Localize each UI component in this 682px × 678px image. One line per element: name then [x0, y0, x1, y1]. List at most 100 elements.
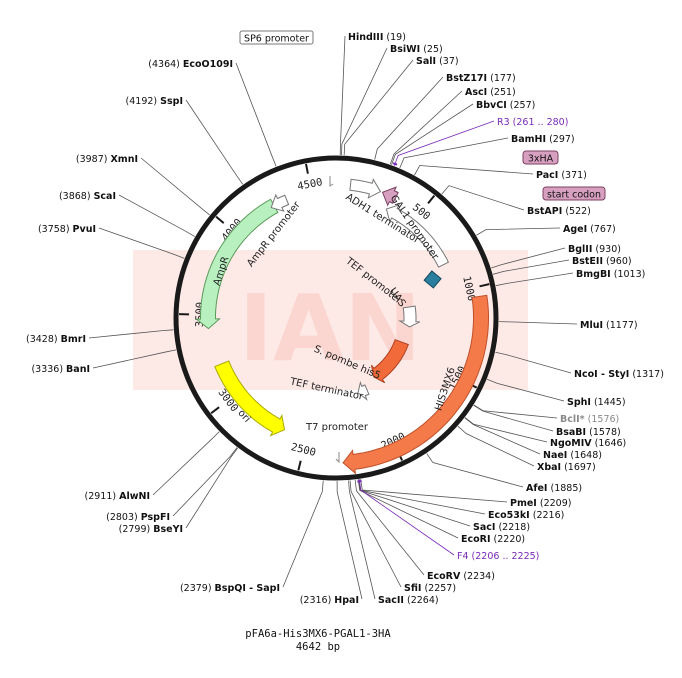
connector-bstapi	[441, 185, 525, 211]
tick-label-4500: 4500	[296, 176, 323, 193]
site-label-asci: AscI (251)	[465, 87, 516, 98]
connector-paci	[414, 165, 534, 176]
svg-text:start codon: start codon	[547, 190, 601, 201]
site-label-xmni: (3987) XmnI	[76, 154, 138, 165]
connector-ncoi-styi	[495, 351, 572, 374]
site-label-agei: AgeI (767)	[563, 224, 616, 235]
site-label-ecoo109i: (4364) EcoO109I	[148, 59, 233, 70]
site-label-bsteii: BstEII (960)	[572, 256, 632, 267]
connector-pspfi	[172, 447, 238, 517]
connector-asci	[389, 90, 463, 165]
connector-xbai	[457, 425, 535, 467]
site-label-sacii: SacII (2264)	[378, 595, 439, 606]
connector-bcli-	[473, 404, 558, 419]
connector-bani	[92, 349, 177, 369]
connector-xmni	[140, 157, 210, 216]
connector-eco53ki	[358, 479, 486, 515]
connector-naei	[464, 417, 541, 455]
connector-bseyi	[185, 447, 239, 529]
plasmid-title: pFA6a-His3MX6-PGAL1-3HA	[245, 628, 391, 640]
connector-r3	[393, 120, 495, 166]
connector-pmei	[360, 479, 508, 503]
site-label-bani: (3336) BanI	[31, 364, 90, 375]
site-label-ncoi-styi: NcoI - StyI (1317)	[574, 369, 664, 380]
feature-arcs	[195, 176, 489, 475]
site-label-xbai: XbaI (1697)	[537, 462, 596, 473]
site-label-bseyi: (2799) BseYI	[119, 524, 183, 535]
connector-f4	[358, 479, 455, 556]
site-label-mlui: MluI (1177)	[580, 320, 638, 331]
site-label-ecorv: EcoRV (2234)	[427, 571, 495, 582]
t7-promoter-label: T7 promoter	[305, 422, 369, 433]
connector-ecorv	[354, 479, 425, 576]
connector-alwni	[152, 431, 220, 496]
connector-bstz17i	[374, 76, 444, 160]
adh1-terminator-arc	[349, 178, 382, 199]
plasmid-backbone	[173, 155, 499, 481]
site-label-bspqi-sapi: (2379) BspQI - SapI	[180, 583, 280, 594]
connector-bbvci	[391, 103, 474, 165]
tick-mark-4500	[305, 163, 309, 174]
sp6-promoter-box: SP6 promoter	[239, 30, 314, 45]
uas-box	[423, 270, 442, 289]
site-label-bcli-: BclI* (1576)	[560, 414, 619, 425]
site-label-pmei: PmeI (2209)	[510, 498, 571, 509]
restriction-site-labels: HindIII (19)BsiWI (25)SalI (37) BstZ17I (…	[26, 32, 664, 606]
connector-agei	[476, 227, 561, 236]
connector-mlui	[498, 321, 578, 325]
3xha-tag-box: 3xHA	[522, 150, 559, 165]
site-label-bstapi: BstAPI (522)	[527, 206, 591, 217]
site-label-alwni: (2911) AlwNI	[85, 491, 150, 502]
connector-sacii	[348, 480, 376, 600]
start-codon-box: start codon	[542, 186, 606, 201]
site-label-bsiwi: BsiWI (25)	[390, 44, 443, 55]
sp6-promoter-arrow	[329, 176, 334, 187]
t7-promoter-arrow	[335, 452, 340, 464]
connector-bmgbi	[495, 272, 574, 287]
site-label-sali: SalI (37)	[416, 56, 459, 67]
site-label-bbvci: BbvCI (257)	[476, 100, 535, 111]
connector-bmri	[88, 329, 174, 339]
connector-ecoo109i	[235, 62, 277, 167]
site-label-bstz17i: BstZ17I (177)	[446, 73, 516, 84]
svg-text:SP6 promoter: SP6 promoter	[244, 34, 309, 45]
ampr-arc	[195, 198, 279, 330]
connector-bsiwi	[341, 47, 388, 156]
tick-mark-1000	[479, 283, 490, 288]
connector-sfii	[349, 480, 402, 588]
gal1-promoter-arc	[385, 204, 450, 268]
connector-sphi	[486, 378, 565, 402]
plasmid-length: 4642 bp	[296, 641, 340, 653]
connector-bsteii	[492, 259, 570, 275]
connector-sspi	[185, 99, 244, 185]
site-label-sfii: SfiI (2257)	[404, 583, 456, 594]
site-label-sphi: SphI (1445)	[567, 397, 626, 408]
ori-arc	[214, 360, 286, 437]
site-label-r3: R3 (261 .. 280)	[497, 117, 568, 128]
site-label-bglii: BglII (930)	[568, 244, 621, 255]
site-label-bsabi: BsaBI (1578)	[556, 427, 621, 438]
connector-sali	[343, 59, 414, 156]
connector-pvui	[98, 227, 185, 259]
connector-hpai	[336, 480, 363, 600]
site-label-bmri: (3428) BmrI	[26, 334, 86, 345]
site-label-saci: SacI (2218)	[473, 522, 530, 533]
site-label-paci: PacI (371)	[536, 170, 587, 181]
site-label-pspfi: (2803) PspFI	[106, 512, 170, 523]
site-label-sspi: (4192) SspI	[126, 96, 183, 107]
his5-arc	[370, 339, 409, 384]
site-label-hindiii: HindIII (19)	[348, 32, 406, 43]
connector-bglii	[491, 247, 566, 269]
his3mx6-arc	[342, 294, 489, 475]
3xha-arc	[381, 186, 399, 207]
tick-label-2500: 2500	[290, 441, 317, 459]
site-label-naei: NaeI (1648)	[543, 450, 602, 461]
site-label-afei: AfeI (1885)	[526, 483, 582, 494]
connector-ecori	[357, 479, 459, 539]
site-label-f4: F4 (2206 .. 2225)	[457, 551, 539, 562]
r3-primer-mark	[392, 162, 398, 166]
tick-mark-2500	[297, 460, 302, 471]
tef-promoter-arc	[398, 305, 421, 328]
tick-mark-4000	[215, 215, 225, 224]
